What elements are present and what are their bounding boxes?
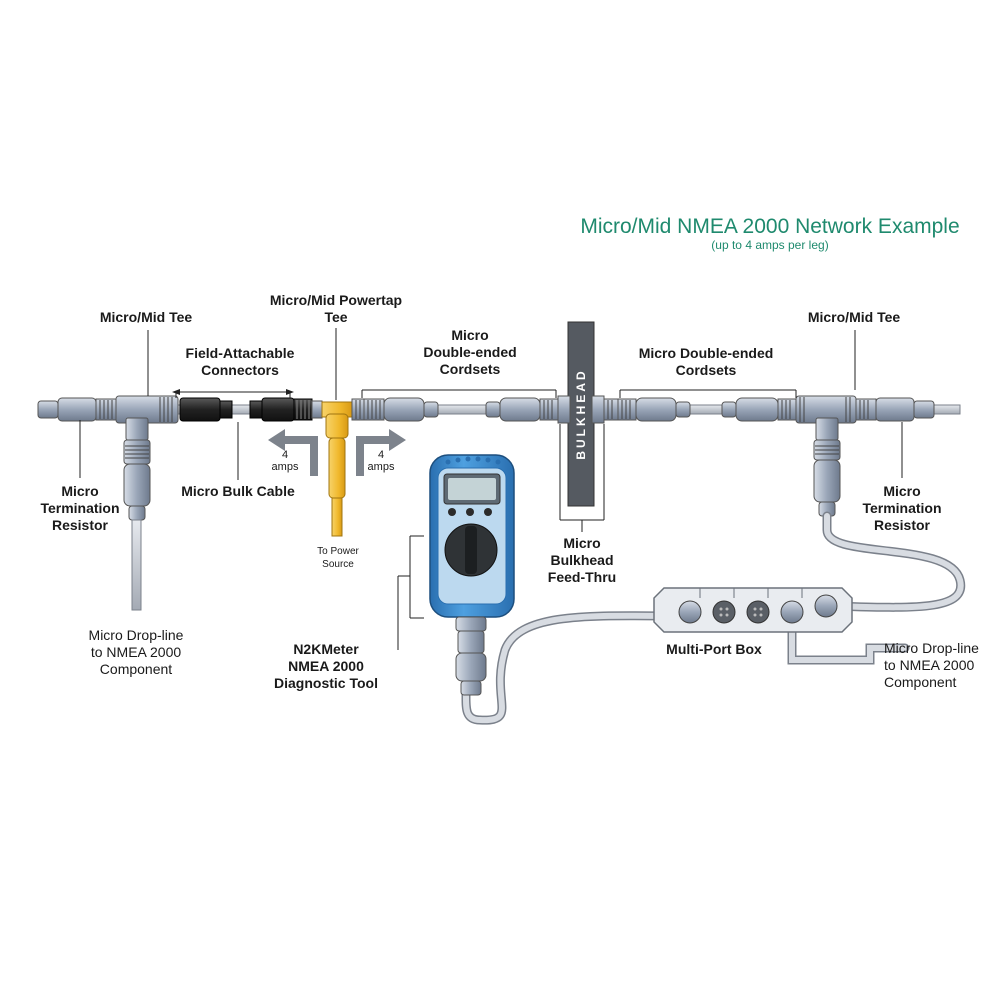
- label-field-attachable-1: Field-Attachable: [185, 345, 295, 361]
- label-tee-right: Micro/Mid Tee: [807, 309, 901, 325]
- label-bulkhead-2: Bulkhead: [550, 552, 614, 568]
- label-term-left-3: Resistor: [51, 517, 109, 533]
- bulkhead-panel: [557, 321, 619, 507]
- label-powertap-2: Tee: [324, 309, 348, 325]
- left-tee-connector: [115, 395, 179, 611]
- field-attachable-connectors: [179, 397, 323, 422]
- label-amps-left-1: 4: [281, 449, 289, 461]
- label-field-attachable-2: Connectors: [201, 362, 279, 378]
- label-term-left-2: Termination: [40, 500, 120, 516]
- label-meter-1: N2KMeter: [293, 641, 359, 657]
- label-double-ended-left-3: Cordsets: [439, 361, 501, 377]
- label-powertap-1: Micro/Mid Powertap: [269, 292, 403, 308]
- label-term-right-1: Micro: [883, 483, 921, 499]
- bracket-arrowheads: [172, 389, 294, 395]
- label-term-left-1: Micro: [61, 483, 99, 499]
- powertap-tee: [321, 398, 365, 537]
- right-tee-connector: [795, 395, 935, 517]
- label-drop-left-2: to NMEA 2000: [90, 644, 182, 660]
- left-double-ended-cordset: [363, 397, 559, 422]
- label-term-right-3: Resistor: [873, 517, 931, 533]
- label-double-ended-left-2: Double-ended: [423, 344, 517, 360]
- label-meter-2: NMEA 2000: [288, 658, 364, 674]
- n2kmeter-device: [429, 454, 515, 696]
- label-power-source-1: To Power: [317, 546, 359, 557]
- label-double-ended-right-1: Micro Double-ended: [638, 345, 774, 361]
- multi-port-box: [653, 587, 853, 633]
- label-amps-right-2: amps: [367, 461, 395, 473]
- label-drop-left-3: Component: [99, 661, 173, 677]
- label-tee-left: Micro/Mid Tee: [99, 309, 193, 325]
- amp-arrows: [268, 429, 406, 476]
- label-amps-left-2: amps: [271, 461, 299, 473]
- label-power-source-2: Source: [322, 559, 354, 570]
- right-double-ended-cordset: [617, 397, 797, 422]
- label-meter-3: Diagnostic Tool: [274, 675, 378, 691]
- label-double-ended-left-1: Micro: [451, 327, 489, 343]
- diagram-subtitle: (up to 4 amps per leg): [711, 238, 829, 252]
- label-drop-left-1: Micro Drop-line: [88, 627, 184, 643]
- label-bulkhead-1: Micro: [563, 535, 601, 551]
- label-multiport: Multi-Port Box: [666, 641, 762, 657]
- label-double-ended-right-2: Cordsets: [675, 362, 737, 378]
- label-bulk-cable: Micro Bulk Cable: [181, 483, 295, 499]
- label-drop-right-2: to NMEA 2000: [884, 657, 975, 673]
- label-bulkhead-3: Feed-Thru: [547, 569, 617, 585]
- label-drop-right-1: Micro Drop-line: [884, 640, 979, 656]
- bulkhead-vertical-label: BULKHEAD: [574, 368, 588, 460]
- drop-cables: [461, 511, 966, 725]
- left-termination-resistor: [37, 397, 117, 422]
- leader-lines: [79, 328, 903, 650]
- label-drop-right-3: Component: [884, 674, 957, 690]
- label-amps-right-1: 4: [377, 449, 385, 461]
- diagram-title: Micro/Mid NMEA 2000 Network Example: [580, 215, 960, 238]
- label-term-right-2: Termination: [862, 500, 942, 516]
